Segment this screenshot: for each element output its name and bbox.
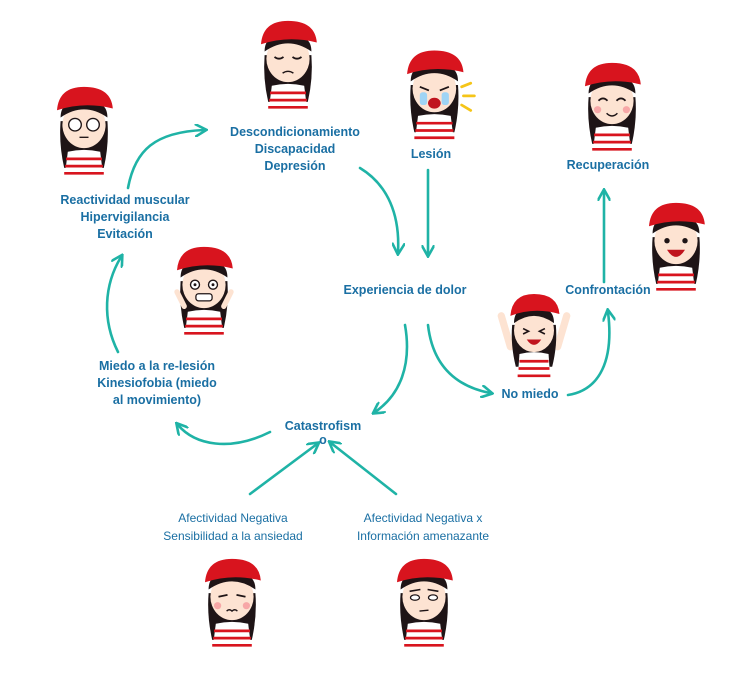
label-line: Recuperación — [566, 158, 650, 172]
arrow-nomiedo-to-confrontacion — [566, 312, 609, 397]
avatar-reactividad — [48, 80, 120, 182]
label-catastrofismo: Catastrofism o — [268, 418, 378, 447]
avatar-afect1 — [196, 552, 268, 654]
arrow-miedo-to-reactividad — [105, 257, 121, 354]
label-line: Descondicionamiento — [230, 125, 360, 139]
label-line: Miedo a la re-lesión — [98, 359, 215, 373]
label-line: Sensibilidad a la ansiedad — [163, 529, 303, 543]
label-line: Confrontación — [565, 283, 651, 297]
girl-happy-icon — [585, 62, 641, 157]
arrow-reactividad-to-descond — [126, 130, 204, 190]
label-line: Evitación — [97, 227, 153, 241]
arrow-descond-to-experiencia — [358, 166, 398, 252]
label-line: Lesión — [410, 147, 452, 161]
label-line: Afectividad Negativa x — [363, 511, 483, 525]
label-recuperacion: Recuperación — [550, 157, 666, 174]
girl-scared-icon — [174, 246, 234, 341]
girl-sad-icon — [261, 20, 317, 115]
label-descond: Descondicionamiento Discapacidad Depresi… — [210, 124, 380, 175]
label-experiencia: Experiencia de dolor — [320, 282, 490, 299]
label-line: Reactividad muscular — [60, 193, 190, 207]
arrow-catastrofismo-to-miedo — [178, 425, 272, 446]
label-confrontacion: Confrontación — [550, 282, 666, 299]
avatar-afect2 — [388, 552, 460, 654]
label-reactividad: Reactividad muscular Hipervigilancia Evi… — [40, 192, 210, 243]
arrow-afect1-to-catastrofismo — [248, 444, 317, 496]
label-line: Información amenazante — [356, 529, 490, 543]
avatar-nomiedo — [494, 288, 574, 380]
girl-neutral-icon — [57, 86, 113, 181]
arrow-afect2-to-catastrofismo — [331, 443, 398, 496]
label-line: Hipervigilancia — [80, 210, 170, 224]
label-lesion: Lesión — [396, 146, 466, 163]
label-line: Kinesiofobia (miedo — [97, 376, 217, 390]
avatar-lesion — [398, 44, 478, 146]
girl-worried-icon — [205, 558, 261, 653]
label-line: Depresión — [264, 159, 326, 173]
avatar-confrontacion — [640, 196, 712, 298]
arrow-experiencia-to-nomiedo — [426, 323, 490, 393]
girl-joyful-icon — [497, 294, 571, 380]
label-line: Catastrofism — [284, 419, 362, 433]
label-line: Afectividad Negativa — [178, 511, 288, 525]
arrow-experiencia-to-catastrofismo — [375, 323, 409, 412]
label-miedo: Miedo a la re-lesión Kinesiofobia (miedo… — [72, 358, 242, 409]
label-nomiedo: No miedo — [490, 386, 570, 403]
girl-laughing-icon — [649, 202, 705, 297]
label-line: Discapacidad — [254, 142, 336, 156]
label-line: al movimiento) — [112, 393, 202, 407]
label-line: o — [319, 433, 327, 447]
label-line: Experiencia de dolor — [343, 283, 467, 297]
label-afect1: Afectividad Negativa Sensibilidad a la a… — [138, 509, 328, 545]
label-afect2: Afectividad Negativa x Información amena… — [328, 509, 518, 545]
girl-crying-icon — [407, 50, 476, 145]
avatar-recuperacion — [576, 56, 648, 158]
avatar-descond — [252, 14, 324, 116]
avatar-miedo — [168, 240, 240, 342]
girl-skeptical-icon — [397, 558, 453, 653]
label-line: No miedo — [501, 387, 559, 401]
